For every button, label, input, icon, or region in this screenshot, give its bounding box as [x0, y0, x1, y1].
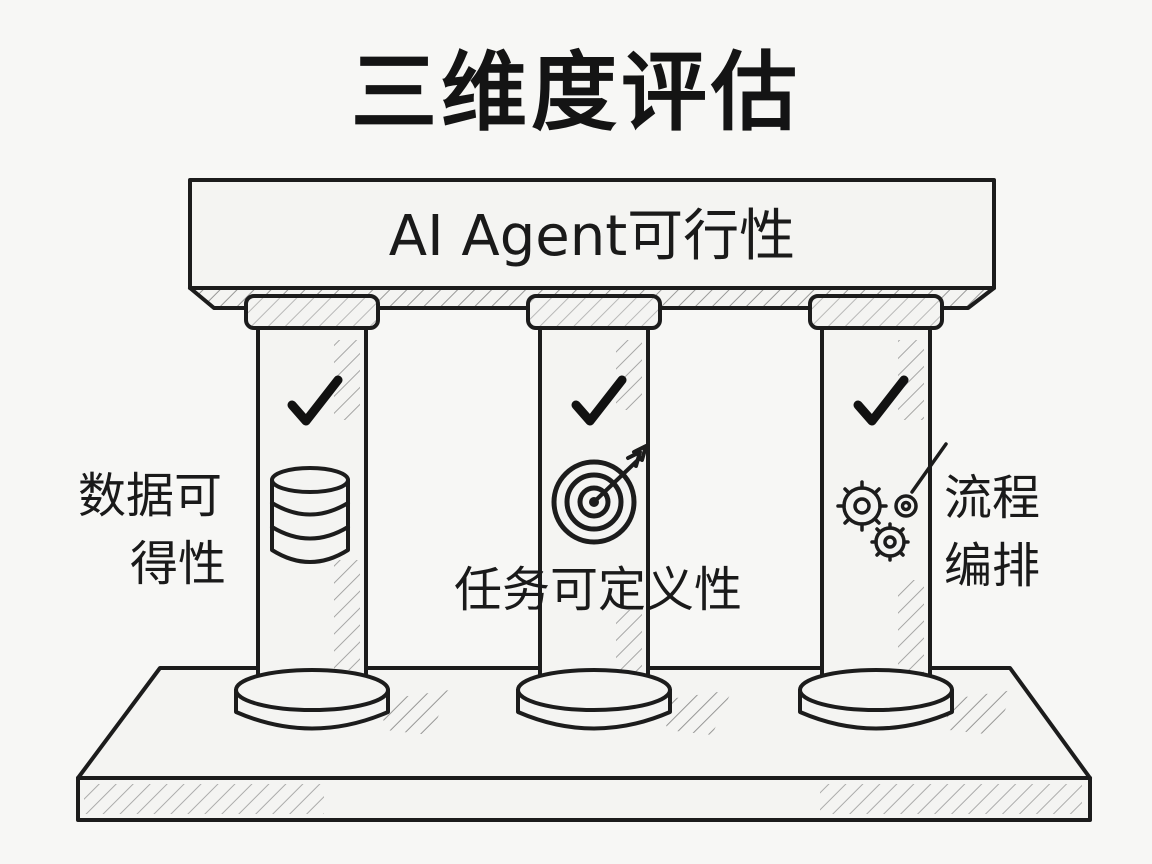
- target-icon: [551, 444, 648, 545]
- page-title: 三维度评估: [351, 43, 801, 143]
- check-icon: [287, 375, 343, 426]
- gears-icon: [836, 442, 948, 562]
- beam: [188, 178, 996, 310]
- pillar-process-orchestration: [798, 294, 954, 731]
- database-icon: [270, 466, 350, 564]
- pillar-task-definability: [516, 294, 672, 731]
- beam-label: AI Agent可行性: [389, 204, 795, 269]
- pillar-label-process-orchestration: 流程 编排: [944, 470, 1055, 594]
- pillar-data-availability: [234, 294, 390, 732]
- check-icon: [571, 375, 627, 426]
- pillar-label-task-definability: 任务可定义性: [454, 562, 742, 618]
- pillar-label-data-availability: 数据可 得性: [78, 468, 237, 592]
- check-icon: [853, 375, 909, 426]
